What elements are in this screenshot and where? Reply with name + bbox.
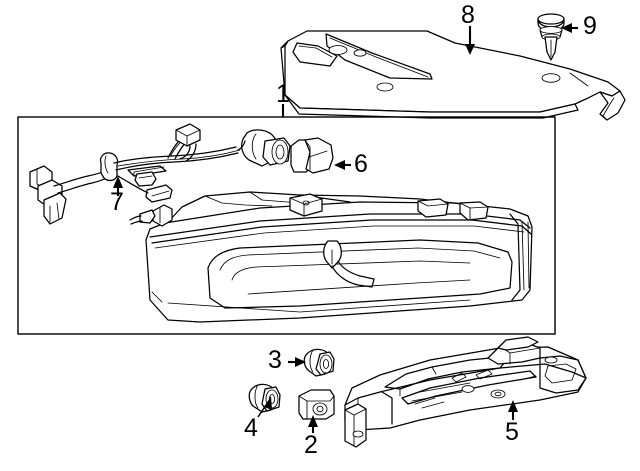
tail-lamp-assembly — [129, 191, 533, 323]
group-box-tail-lamp-group — [17, 116, 556, 335]
callout-label-5: 5 — [505, 418, 519, 446]
callout-leader-3 — [288, 357, 306, 367]
callout-leader-6 — [334, 160, 351, 170]
callout-label-3: 3 — [268, 346, 282, 374]
part-9-retainer-clip — [537, 13, 565, 61]
callout-label-6: 6 — [354, 150, 368, 178]
callout-leader-4 — [257, 396, 272, 418]
callout-label-9: 9 — [583, 12, 597, 40]
part-3-round-push-pin — [303, 348, 335, 377]
part-7-wiring-harness — [29, 123, 291, 225]
callout-leader-7 — [113, 176, 123, 196]
part-5-lamp-mounting-bracket — [344, 336, 587, 448]
part-8-quarter-trim-panel — [280, 30, 626, 121]
callout-leader-9 — [561, 23, 578, 33]
part-6-bulb-socket-cap — [290, 137, 334, 174]
callout-label-4: 4 — [244, 414, 258, 442]
callout-label-1: 1 — [276, 80, 290, 108]
callout-label-7: 7 — [110, 188, 124, 216]
callout-label-8: 8 — [461, 1, 475, 29]
callout-leader-2 — [308, 415, 318, 433]
callout-leader-8 — [465, 26, 475, 55]
callout-leader-5 — [508, 400, 518, 420]
callout-label-2: 2 — [304, 431, 318, 459]
part-2-square-grommet-nut — [298, 389, 335, 420]
